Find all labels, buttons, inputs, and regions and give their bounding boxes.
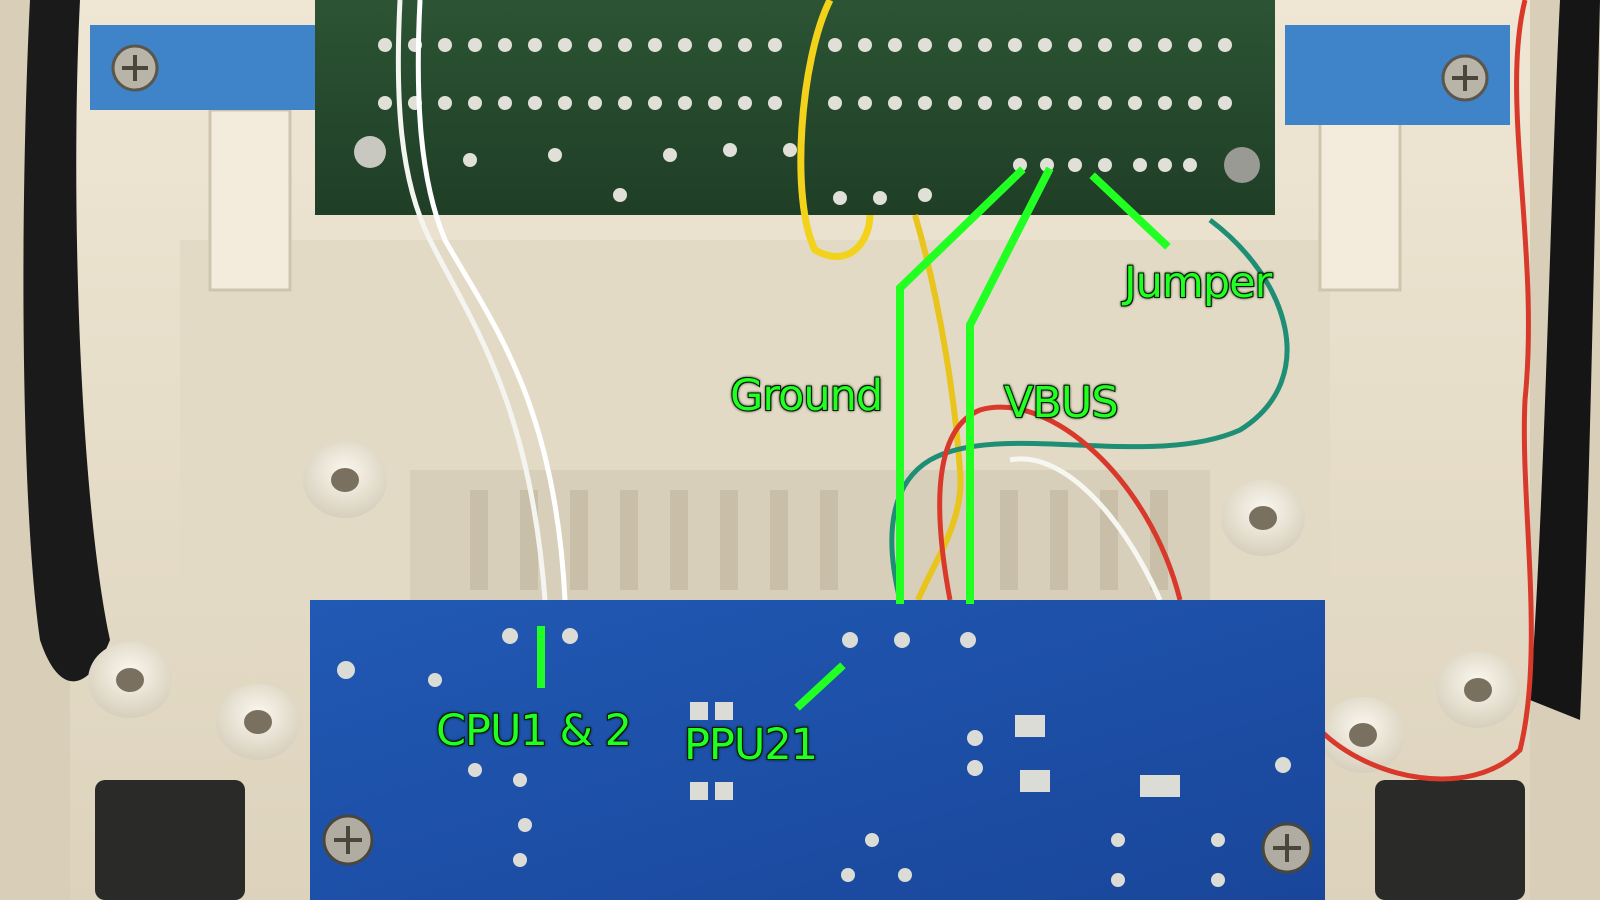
vent-slots [470, 490, 1168, 590]
right-guide [1318, 108, 1402, 292]
screw-posts [88, 442, 1520, 773]
red-wire [937, 404, 1183, 601]
annotation-lines [537, 166, 1171, 711]
mod-pcb [310, 600, 1325, 900]
ppu-line [794, 662, 846, 711]
yellow-wire [797, 0, 874, 260]
vbus-line [966, 166, 1054, 604]
red-wire-right [1318, 0, 1534, 782]
left-black-cable [23, 0, 110, 682]
ground-label: Ground [729, 371, 884, 421]
left-guide [208, 108, 292, 292]
white-wire [415, 0, 568, 601]
white-wire [1009, 456, 1163, 602]
ppu-label: PPU21 [683, 720, 819, 770]
mounting-hole [354, 136, 386, 168]
jumper-label: Jumper [1123, 258, 1273, 308]
cpu-label: CPU1 & 2 [435, 706, 633, 756]
right-black-cable [1530, 0, 1600, 720]
mod-pcb-pads [337, 628, 1291, 887]
jumper-line [1089, 172, 1171, 250]
mounting-hole [1224, 147, 1260, 183]
ground-line [896, 166, 1026, 604]
white-wire [395, 0, 548, 601]
right-black-connector [1375, 780, 1525, 900]
left-black-connector [95, 780, 245, 900]
vbus-label: VBUS [1003, 378, 1120, 428]
green-wire [889, 218, 1290, 601]
